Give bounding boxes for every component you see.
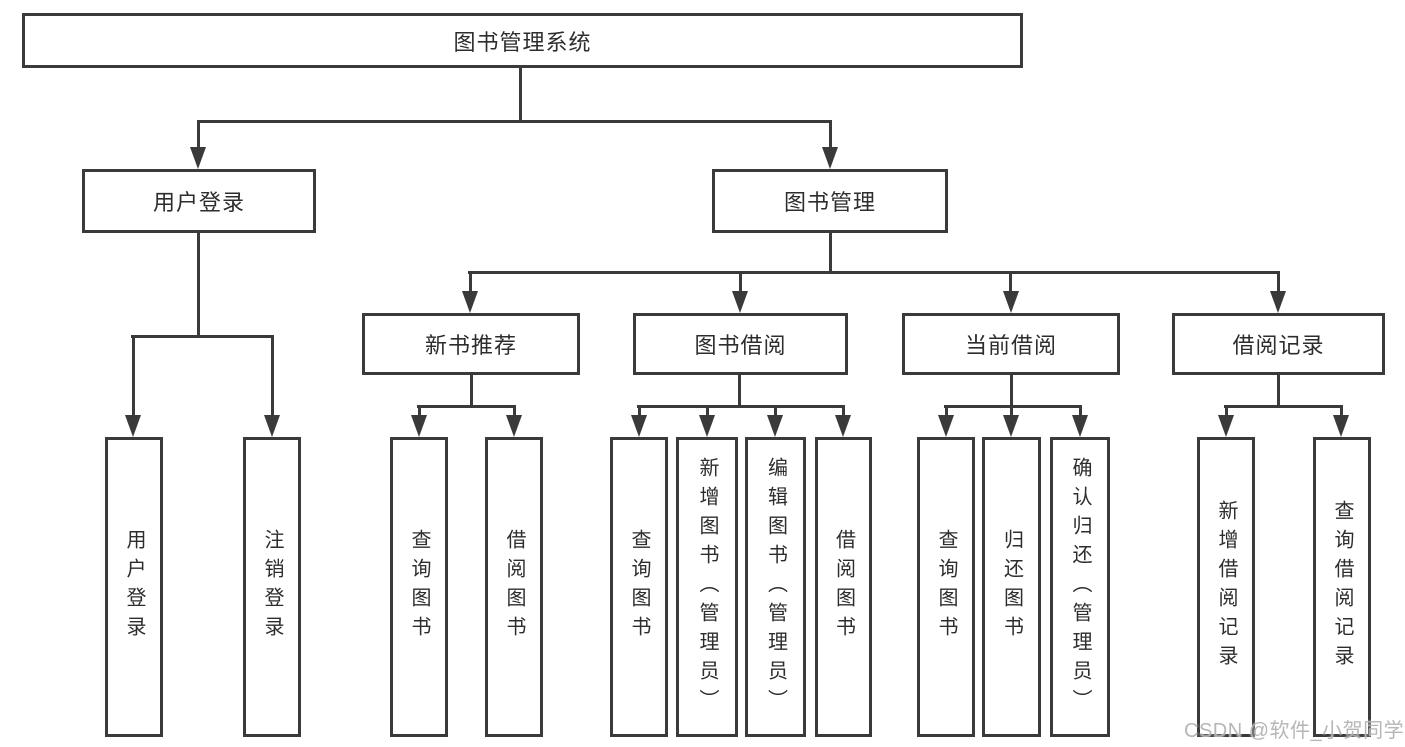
connector-recd-add-stem: [1225, 405, 1228, 417]
arrow-down-recd-add-icon: [1218, 415, 1234, 437]
leaf-label: 借阅图书: [503, 529, 525, 645]
node-leaf-bor-borrow-books: 借阅图书: [815, 437, 872, 737]
arrow-down-leaf-user-login-icon: [125, 415, 141, 437]
node-leaf-rec-query-books: 查询图书: [390, 437, 448, 737]
leaf-label: 编辑图书（管理员）: [764, 456, 787, 718]
leaf-label: 确认归还（管理员）: [1069, 456, 1091, 718]
arrow-down-recd-query-icon: [1333, 415, 1349, 437]
node-root: 图书管理系统: [22, 13, 1023, 68]
arrow-down-cur-return-icon: [1003, 415, 1019, 437]
leaf-label: 查询借阅记录: [1331, 500, 1353, 674]
node-leaf-cur-confirm-return-admin: 确认归还（管理员）: [1050, 437, 1110, 737]
arrow-down-rec-query-icon: [411, 415, 427, 437]
csdn-watermark: CSDN @软件_小贺同学: [1184, 720, 1405, 742]
connector-mgmt-down: [829, 230, 832, 274]
arrow-down-borrow-icon: [732, 291, 748, 313]
connector-login-down: [197, 233, 200, 338]
connector-rec-query-stem: [418, 405, 421, 417]
arrow-down-bor-add-icon: [699, 415, 715, 437]
connector-bor-edit-stem: [774, 405, 777, 417]
connector-borrow-stem: [739, 271, 742, 293]
connector-bor-add-stem: [706, 405, 709, 417]
connector-bor-borrow-stem: [842, 405, 845, 417]
arrow-down-current-icon: [1003, 291, 1019, 313]
connector-rec-borrow-stem: [513, 405, 516, 417]
connector-bor-query-stem: [638, 405, 641, 417]
node-leaf-cur-return-books: 归还图书: [982, 437, 1041, 737]
connector-login-stem: [197, 120, 200, 148]
node-borrow-records: 借阅记录: [1172, 313, 1385, 375]
node-leaf-user-login: 用户登录: [105, 437, 163, 737]
node-new-book-recommend: 新书推荐: [362, 313, 580, 375]
arrow-down-login-icon: [190, 147, 206, 169]
connector-root-split: [197, 120, 832, 123]
connector-leaf-user-login-stem: [132, 335, 135, 417]
connector-rec-stem: [469, 271, 472, 293]
node-leaf-bor-add-books-admin: 新增图书（管理员）: [676, 437, 738, 737]
connector-rec-split: [417, 405, 516, 408]
arrow-down-cur-query-icon: [938, 415, 954, 437]
node-leaf-bor-edit-books-admin: 编辑图书（管理员）: [745, 437, 806, 737]
node-leaf-logout: 注销登录: [243, 437, 301, 737]
connector-current-stem: [1009, 271, 1012, 293]
connector-mgmt-stem: [829, 120, 832, 148]
connector-records-stem: [1277, 271, 1280, 293]
connector-leaf-logout-stem: [271, 335, 274, 417]
leaf-label: 新增借阅记录: [1215, 500, 1237, 674]
connector-current-down: [1010, 375, 1013, 407]
arrow-down-rec-icon: [462, 291, 478, 313]
connector-recd-query-stem: [1340, 405, 1343, 417]
arrow-down-rec-borrow-icon: [506, 415, 522, 437]
node-leaf-record-add: 新增借阅记录: [1197, 437, 1255, 737]
connector-cur-confirm-stem: [1079, 405, 1082, 417]
connector-root-stem: [519, 68, 522, 123]
arrow-down-cur-confirm-icon: [1072, 415, 1088, 437]
connector-records-down: [1277, 375, 1280, 407]
node-leaf-cur-query-books: 查询图书: [917, 437, 975, 737]
arrow-down-mgmt-icon: [822, 147, 838, 169]
leaf-label: 查询图书: [408, 529, 430, 645]
arrow-down-bor-edit-icon: [767, 415, 783, 437]
leaf-label: 查询图书: [628, 529, 650, 645]
connector-rec-down: [470, 375, 473, 407]
node-leaf-rec-borrow-books: 借阅图书: [485, 437, 543, 737]
node-leaf-record-query: 查询借阅记录: [1313, 437, 1371, 737]
leaf-label: 新增图书（管理员）: [696, 456, 718, 718]
node-current-borrow: 当前借阅: [902, 313, 1120, 375]
node-book-borrow: 图书借阅: [633, 313, 848, 375]
arrow-down-records-icon: [1270, 291, 1286, 313]
leaf-label: 归还图书: [1000, 529, 1023, 645]
connector-login-split: [131, 335, 274, 338]
connector-borrow-down: [738, 375, 741, 407]
connector-mgmt-split: [468, 271, 1280, 274]
connector-current-split: [944, 405, 1082, 408]
leaf-label: 查询图书: [935, 529, 957, 645]
arrow-down-bor-query-icon: [631, 415, 647, 437]
node-book-management: 图书管理: [712, 169, 948, 233]
arrow-down-leaf-logout-icon: [264, 415, 280, 437]
node-leaf-bor-query-books: 查询图书: [610, 437, 668, 737]
connector-cur-query-stem: [945, 405, 948, 417]
connector-records-split: [1224, 405, 1343, 408]
leaf-label: 借阅图书: [832, 529, 855, 645]
connector-cur-return-stem: [1010, 405, 1013, 417]
node-user-login: 用户登录: [82, 169, 316, 233]
arrow-down-bor-borrow-icon: [835, 415, 851, 437]
leaf-label: 用户登录: [123, 529, 145, 645]
leaf-label: 注销登录: [261, 529, 283, 645]
connector-borrow-split: [637, 405, 845, 408]
